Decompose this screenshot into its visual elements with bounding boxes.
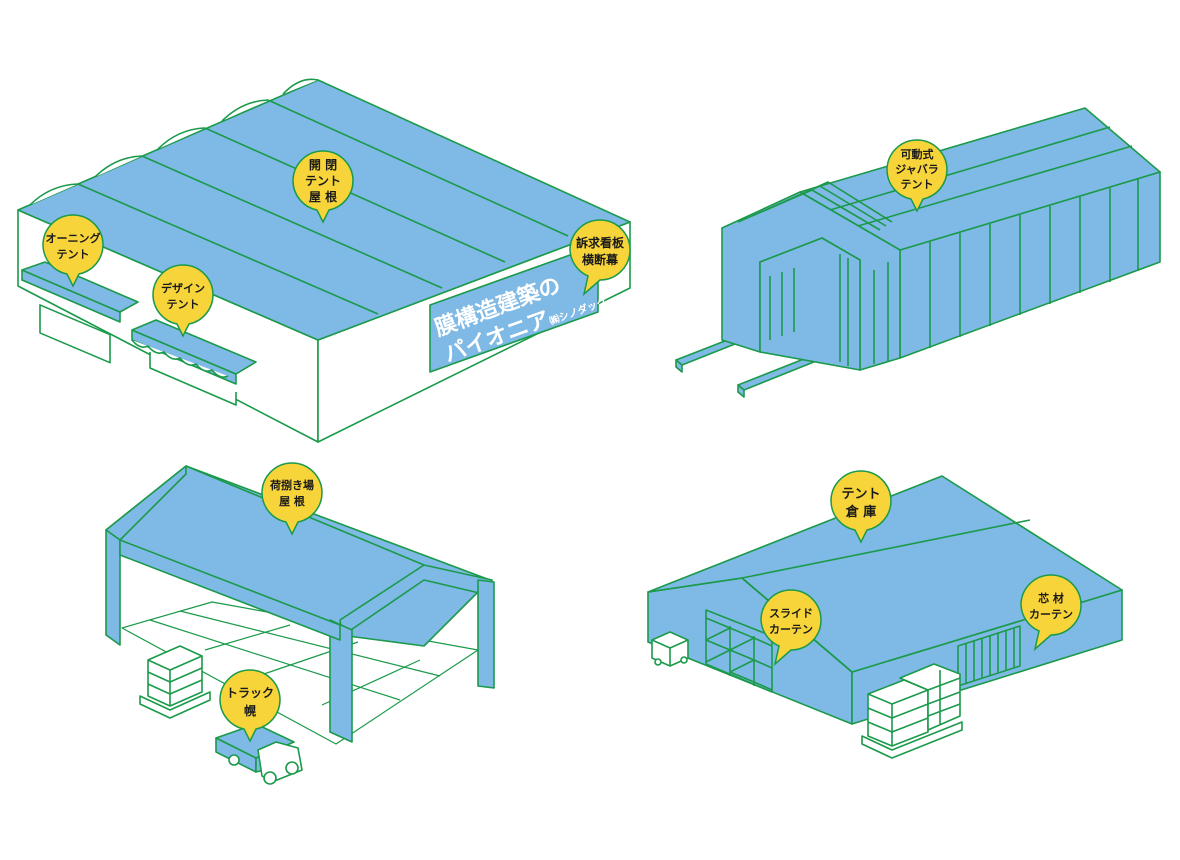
opening-roof-line2: テント: [305, 174, 341, 188]
tent-warehouse-line2: 倉 庫: [845, 504, 877, 520]
callout-design-tent: デザイン テント: [152, 264, 214, 338]
core-curtain-line1: 芯 材: [1038, 591, 1064, 605]
slide-curtain-line1: スライド: [769, 607, 813, 620]
design-tent-line1: デザイン: [161, 281, 205, 295]
core-curtain-line2: カーテン: [1029, 608, 1073, 621]
cart: [651, 631, 689, 667]
slide-curtain: [705, 609, 773, 693]
bellows-tent-line3: テント: [901, 178, 934, 191]
bellows-wall-seams: [929, 179, 1139, 348]
design-tent: [131, 319, 257, 406]
callout-truck-hood: トラック 幌: [219, 669, 281, 743]
callout-core-curtain: 芯 材 カーテン: [1020, 574, 1082, 652]
callout-opening-roof: 開 閉 テント 屋 根: [292, 150, 354, 224]
unloading-roof-line2: 屋 根: [279, 494, 306, 508]
pallet-stack: [139, 645, 211, 719]
signboard-label-line2: 横断幕: [582, 252, 619, 267]
opening-roof-line1: 開 閉: [309, 158, 337, 172]
callout-unloading-roof: 荷捌き場 屋 根: [261, 462, 323, 536]
building1-roof-scallops: [29, 78, 319, 206]
awning-tent-line1: オーニング: [46, 231, 101, 245]
callout-slide-curtain: スライド カーテン: [760, 589, 822, 667]
building-bellows-tent: [675, 107, 1161, 398]
callout-tent-warehouse: テント 倉 庫: [830, 470, 892, 544]
opening-roof-line3: 屋 根: [309, 189, 337, 204]
column-front-left: [329, 619, 353, 743]
signboard-banner: [429, 244, 599, 373]
bellows-tent-line2: ジャバラ: [895, 163, 938, 176]
truck: [215, 723, 303, 785]
bellows-tent-line1: 可動式: [901, 147, 934, 161]
design-tent-line2: テント: [167, 298, 200, 311]
callout-bellows-tent: 可動式 ジャバラ テント: [886, 139, 948, 213]
building1-roof-seams: [77, 99, 569, 315]
bellows-roof-seams: [829, 126, 1133, 227]
slide-curtain-line2: カーテン: [769, 623, 813, 636]
bellows-folds: [737, 181, 893, 366]
building-opening-roof: [17, 78, 631, 443]
warehouse-front-gable: [647, 577, 853, 673]
callout-awning-tent: オーニング テント: [42, 214, 104, 288]
bellows-opening: [759, 237, 861, 371]
unloading-roof-line1: 荷捌き場: [269, 478, 314, 492]
callouts: 開 閉 テント 屋 根 オーニング テント デザイン テント 訴求看板 横断幕 …: [42, 139, 1082, 743]
awning-tent: [21, 261, 139, 364]
tent-warehouse-line1: テント: [841, 487, 880, 502]
core-curtain: [957, 625, 1021, 687]
column-left-back: [105, 529, 121, 646]
signboard-label-line1: 訴求看板: [576, 235, 625, 250]
pallet-stack-large: [861, 663, 963, 759]
unloading-side-beam: [119, 539, 341, 641]
column-front-right: [477, 579, 495, 689]
truck-hood-line1: トラック: [226, 686, 274, 700]
building-unloading-roof: [105, 465, 495, 785]
truck-hood-line2: 幌: [244, 703, 256, 718]
callout-signboard: 訴求看板 横断幕: [569, 219, 631, 297]
awning-tent-line2: テント: [57, 248, 90, 261]
